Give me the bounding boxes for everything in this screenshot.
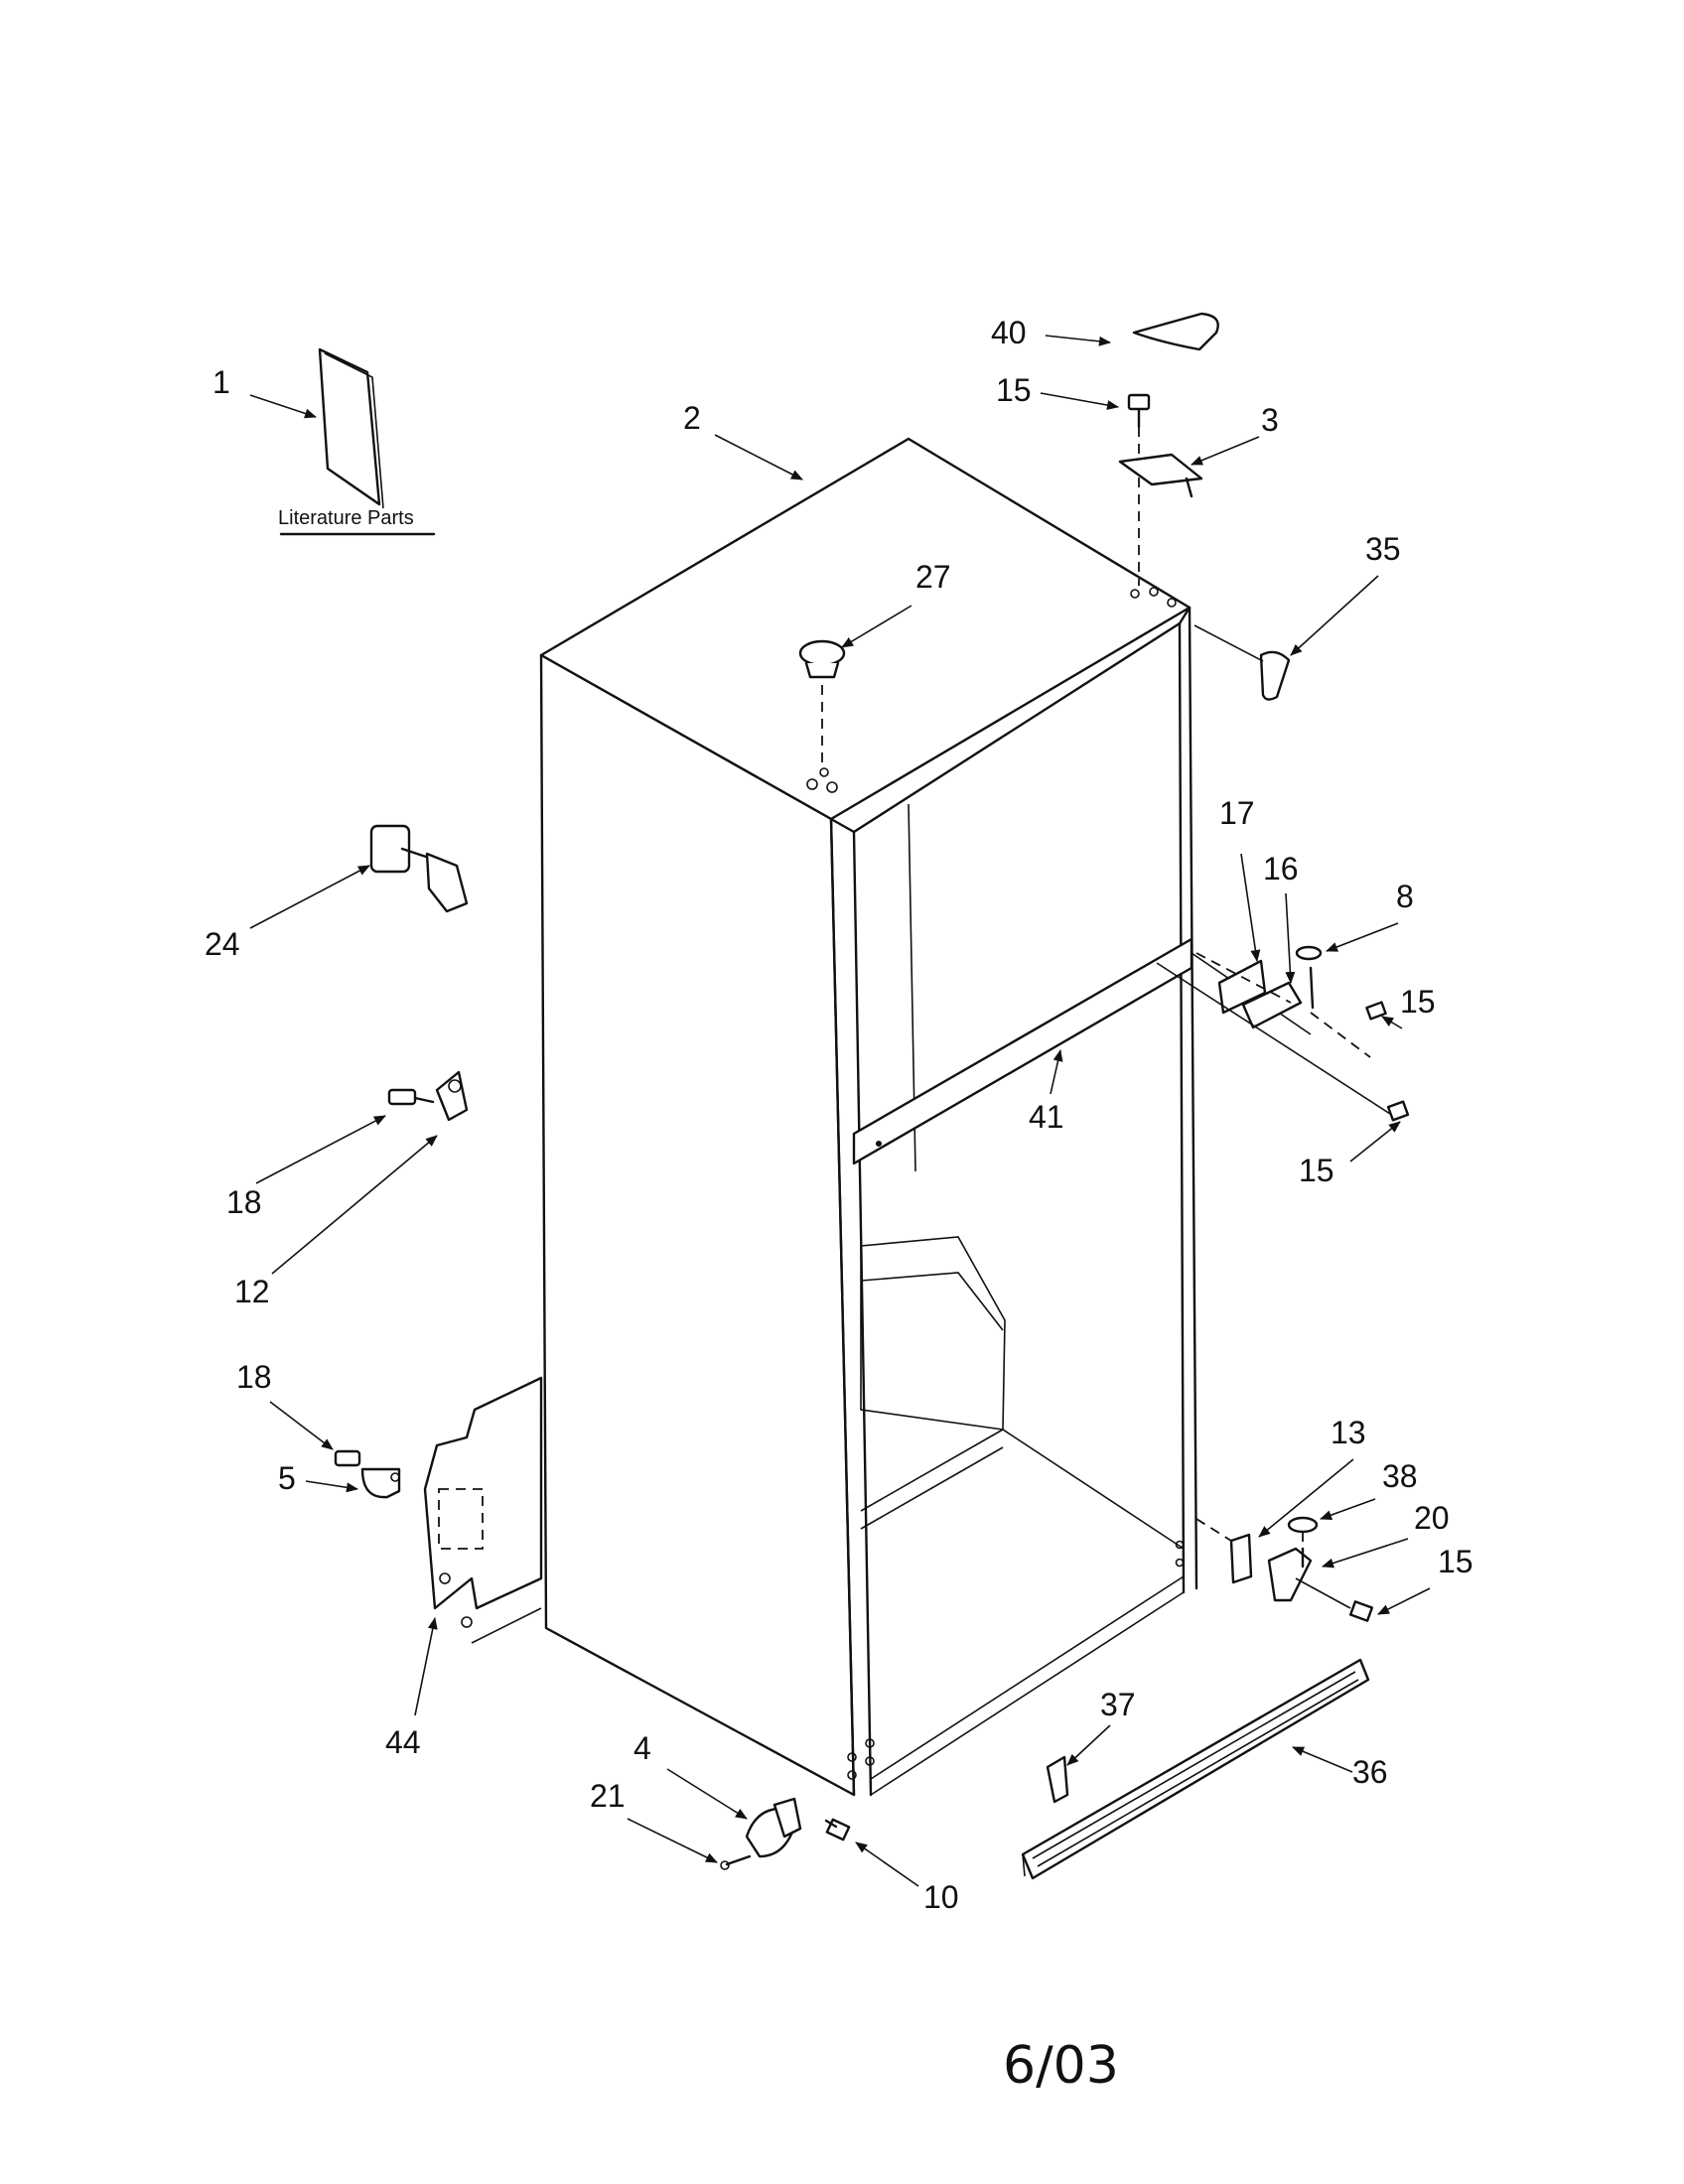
callout-24: 24 (205, 926, 240, 962)
callout-15: 15 (996, 372, 1032, 408)
screw-10 (824, 1818, 851, 1842)
callout-15: 15 (1299, 1153, 1334, 1188)
callout-16: 16 (1263, 851, 1299, 887)
literature-caption: Literature Parts (278, 507, 414, 529)
callout-8: 8 (1396, 879, 1414, 914)
callout-1: 1 (212, 364, 230, 400)
lower-hinge-assembly (1195, 1516, 1374, 1622)
screw-21 (720, 1854, 752, 1870)
callout-38: 38 (1382, 1458, 1418, 1494)
literature-booklet (279, 347, 436, 536)
leveling-leg-4 (745, 1797, 802, 1858)
callout-44: 44 (385, 1724, 421, 1760)
callout-20: 20 (1414, 1500, 1450, 1536)
callout-37: 37 (1100, 1687, 1136, 1722)
callout-40: 40 (991, 315, 1027, 350)
callout-10: 10 (923, 1879, 959, 1915)
top-hinge-assembly (1118, 393, 1203, 586)
callout-18: 18 (236, 1359, 272, 1395)
callout-12: 12 (234, 1274, 270, 1309)
callout-13: 13 (1331, 1415, 1366, 1450)
refrigerator-cabinet (539, 437, 1198, 1797)
toe-grille-36 (1021, 1658, 1370, 1880)
leader-arrows (249, 335, 1431, 1887)
callout-5: 5 (278, 1460, 296, 1496)
callout-4: 4 (633, 1730, 651, 1766)
callout-15: 15 (1400, 984, 1436, 1020)
callout-18: 18 (226, 1184, 262, 1220)
center-hinge-assembly (1156, 945, 1410, 1122)
callout-21: 21 (590, 1778, 626, 1814)
hinge-cover-part (1132, 312, 1219, 351)
rear-plate-44 (423, 1376, 543, 1644)
callout-41: 41 (1029, 1099, 1064, 1135)
callout-labels: 1 2 40 15 3 35 27 24 17 16 8 15 41 15 18… (205, 315, 1474, 1915)
date-code: 6/03 (1003, 2036, 1119, 2096)
callout-17: 17 (1219, 795, 1255, 831)
callout-3: 3 (1261, 402, 1279, 438)
door-stop-24 (369, 824, 469, 913)
callout-36: 36 (1352, 1754, 1388, 1790)
clamp-5 (334, 1449, 401, 1499)
hinge-cover-35 (1193, 624, 1291, 701)
plug-button (798, 639, 846, 764)
callout-35: 35 (1365, 531, 1401, 567)
callout-15: 15 (1438, 1544, 1474, 1579)
door-stop-12 (387, 1070, 469, 1122)
grille-clip-37 (1046, 1755, 1069, 1804)
callout-27: 27 (915, 559, 951, 595)
callout-2: 2 (683, 400, 701, 436)
